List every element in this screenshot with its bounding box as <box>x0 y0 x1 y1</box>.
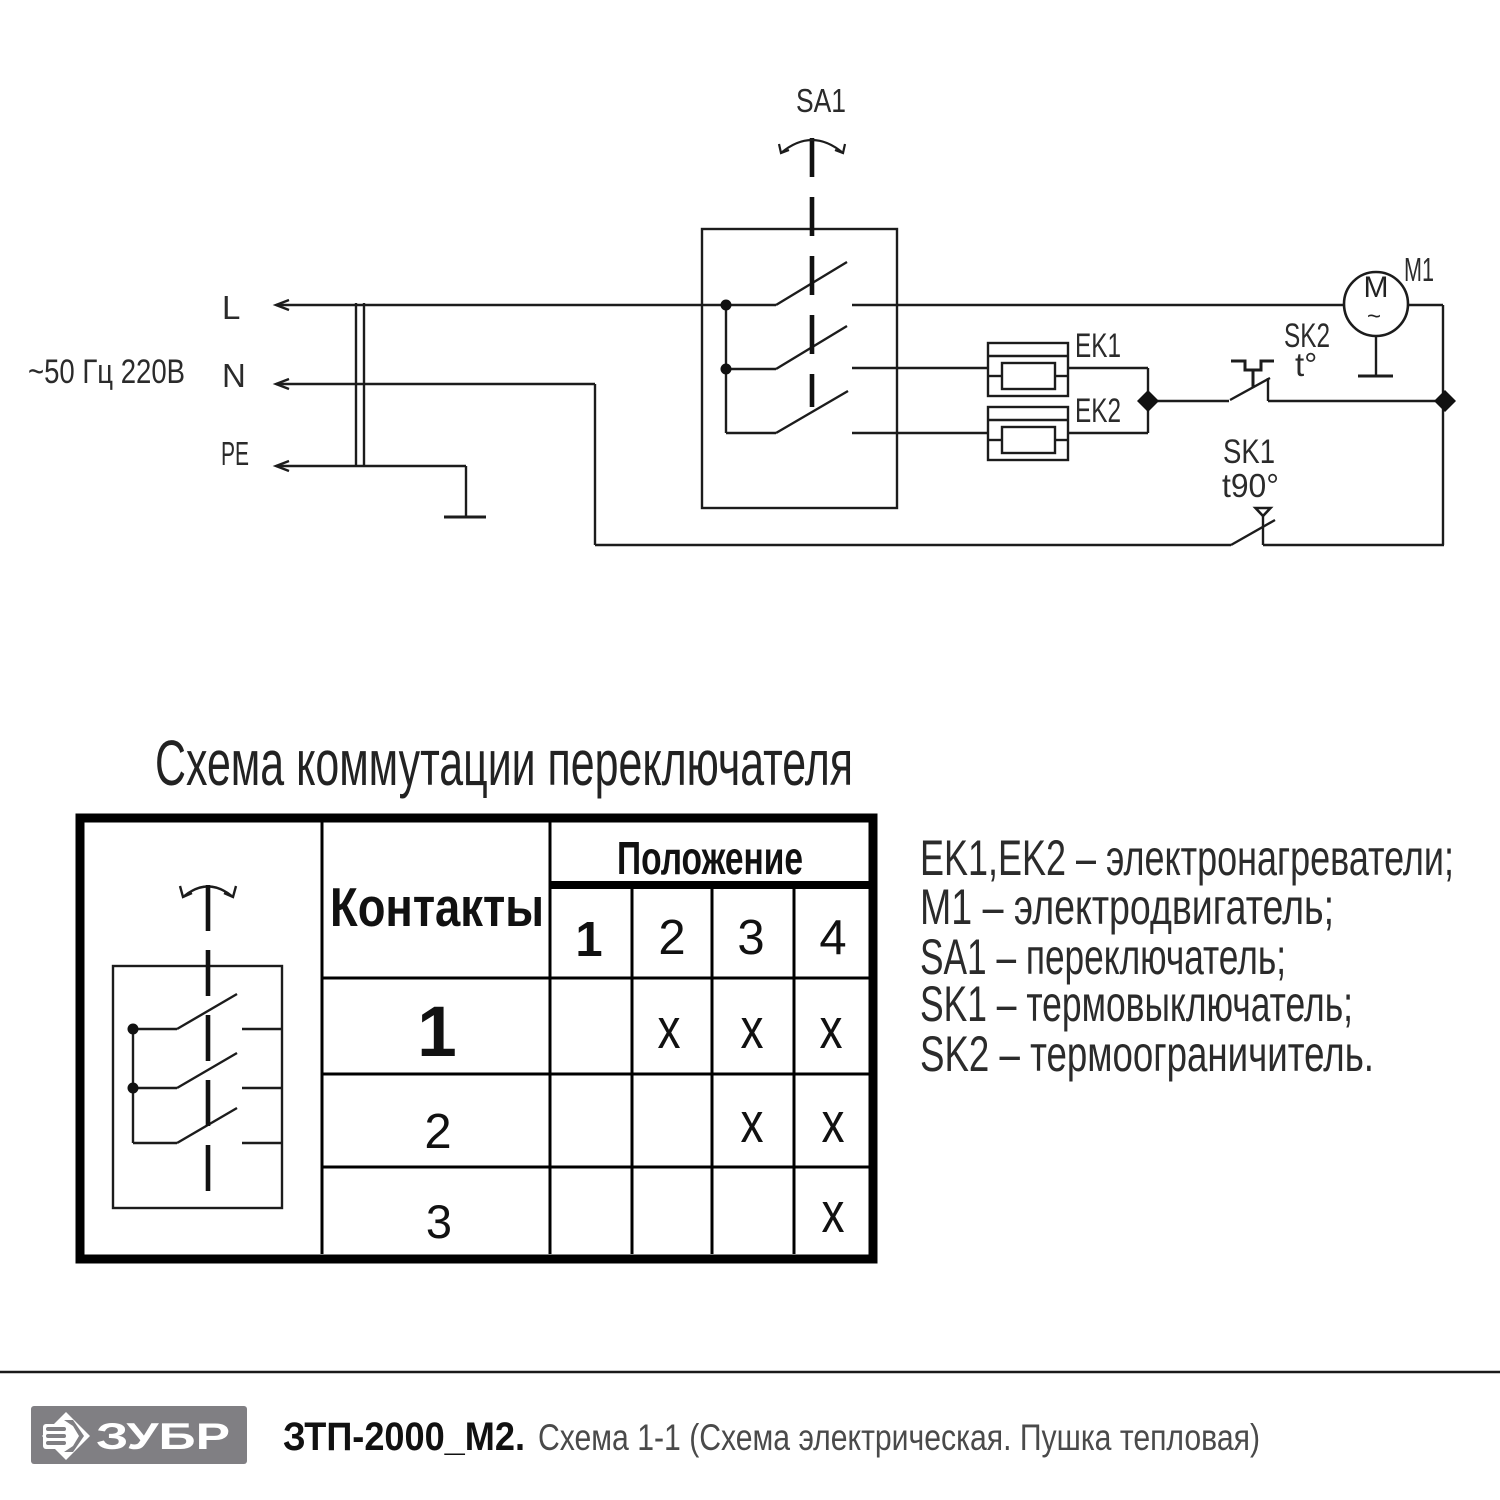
svg-text:1: 1 <box>575 913 602 967</box>
svg-text:1: 1 <box>417 993 457 1072</box>
svg-text:M1 – электродвигатель;: M1 – электродвигатель; <box>920 879 1334 935</box>
svg-text:t°: t° <box>1295 346 1317 383</box>
svg-text:SK2: SK2 <box>1284 317 1330 355</box>
svg-text:2: 2 <box>424 1105 451 1159</box>
svg-text:x: x <box>822 1181 845 1245</box>
svg-text:~: ~ <box>1367 303 1381 330</box>
svg-text:2: 2 <box>658 911 685 965</box>
svg-text:Схема коммутации переключателя: Схема коммутации переключателя <box>155 727 853 799</box>
svg-text:Контакты: Контакты <box>330 876 544 938</box>
svg-text:Схема 1-1 (Схема электрическая: Схема 1-1 (Схема электрическая. Пушка те… <box>538 1417 1260 1458</box>
svg-text:x: x <box>820 997 843 1061</box>
svg-text:EK2: EK2 <box>1075 392 1121 430</box>
svg-text:M: M <box>1364 271 1389 304</box>
svg-text:SA1 – переключатель;: SA1 – переключатель; <box>920 929 1286 985</box>
svg-text:4: 4 <box>819 911 846 965</box>
svg-text:x: x <box>658 997 681 1061</box>
svg-text:N: N <box>222 357 246 394</box>
svg-text:PE: PE <box>221 435 249 472</box>
svg-text:L: L <box>222 289 240 326</box>
svg-text:SK1: SK1 <box>1223 433 1275 471</box>
svg-text:M1: M1 <box>1404 251 1434 288</box>
svg-text:x: x <box>822 1091 845 1155</box>
svg-text:SK1 – термовыключатель;: SK1 – термовыключатель; <box>920 976 1353 1032</box>
svg-text:EK1: EK1 <box>1075 327 1121 365</box>
svg-text:x: x <box>741 997 764 1061</box>
svg-text:SA1: SA1 <box>796 82 846 119</box>
svg-text:ЗТП-2000_М2.: ЗТП-2000_М2. <box>283 1415 525 1459</box>
svg-text:3: 3 <box>426 1195 452 1248</box>
svg-text:EK1,EK2 – электронагреватели;: EK1,EK2 – электронагреватели; <box>920 830 1454 886</box>
svg-text:SK2 – термоограничитель.: SK2 – термоограничитель. <box>920 1026 1374 1082</box>
svg-text:Положение: Положение <box>617 832 803 884</box>
svg-text:t90°: t90° <box>1222 467 1279 504</box>
svg-text:ЗУБР: ЗУБР <box>96 1416 230 1457</box>
svg-text:~50 Гц 220В: ~50 Гц 220В <box>28 353 185 391</box>
svg-text:3: 3 <box>737 911 764 965</box>
svg-text:x: x <box>741 1091 764 1155</box>
